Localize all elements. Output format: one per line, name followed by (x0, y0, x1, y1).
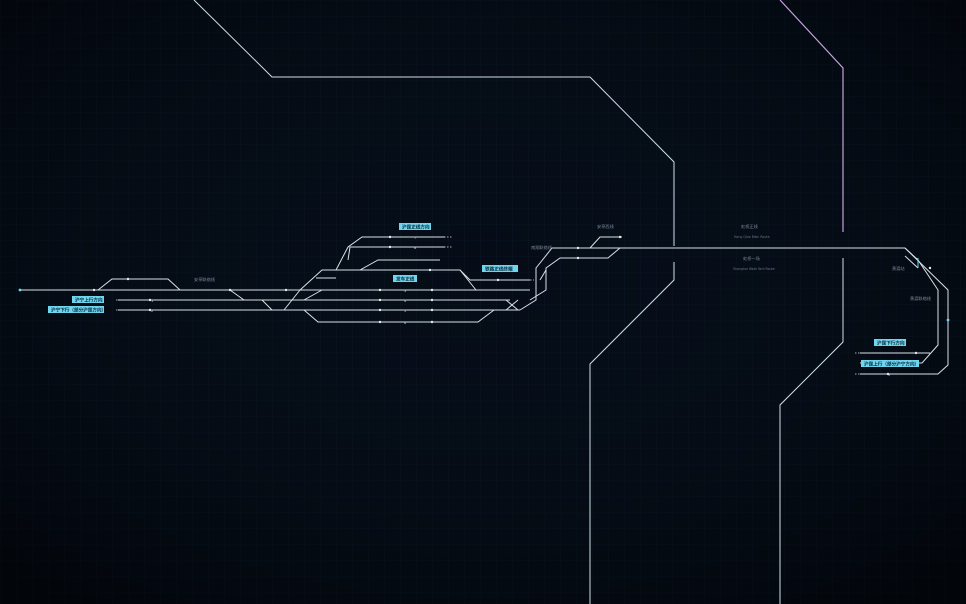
track-number: 2 (151, 309, 153, 313)
tag-middle: 发车正线 (395, 276, 415, 283)
tag-north-yard: 沪昆正线方向 (402, 224, 430, 231)
tag-upper-west: 沪宁上行方向 (75, 297, 103, 304)
yard-mid-1 (360, 269, 530, 281)
track-branch-north (589, 236, 622, 249)
crossover-1 (229, 289, 245, 301)
track-link-east (539, 269, 547, 281)
signal-8 (378, 298, 382, 302)
track-numbers: 1 2 3 4 5 6 7 8 9 (151, 236, 891, 377)
signal-24 (886, 372, 890, 376)
label-east-bottom-en: Shanghai West Yard Route (733, 267, 775, 271)
signal-7 (378, 288, 382, 292)
signal-5 (228, 288, 232, 292)
label-west-junction: 安亭联络线 (194, 276, 216, 283)
direction-tags: 沪宁上行方向 沪宁下行（部分沪昆方向） 沪昆正线方向 发车正线 铁路正线终端 沪… (48, 223, 919, 368)
tag-east-up: 沪昆下行方向 (877, 340, 905, 347)
signal-2 (126, 277, 130, 281)
track-east-main-down (529, 247, 621, 301)
label-east-bottom-cn: 虹桥一场 (743, 255, 760, 262)
signal-3 (148, 298, 152, 302)
tag-east-down: 沪昆上行（部分沪宁方向） (864, 361, 919, 368)
track-number: 8 (414, 246, 417, 250)
signal-11 (428, 268, 432, 272)
signal-west-end (18, 288, 22, 292)
boundary-east-upper (779, 0, 844, 232)
signal-21 (618, 235, 622, 239)
signal-9 (378, 308, 382, 312)
label-right-top: 黄渡站 (892, 265, 905, 272)
signal-1 (92, 288, 96, 292)
track-number: 9 (888, 373, 891, 377)
tag-bg (874, 339, 906, 346)
track-stubs (116, 236, 864, 375)
signal-25 (928, 266, 932, 270)
junction-labels: 安亭联络线 南翔联络线 安亭西线 虹桥正线 Hong Qiao Main Rou… (194, 223, 932, 302)
track-number: 5 (404, 309, 406, 313)
signal-17 (388, 245, 392, 249)
track-loop-west (97, 278, 181, 291)
signal-4 (148, 308, 152, 312)
track-number: 4 (404, 299, 407, 303)
signal-6 (284, 288, 288, 292)
region-boundaries (193, 0, 844, 604)
yard-top-b (347, 246, 445, 261)
boundary-east-lower (779, 258, 844, 604)
boundary-north (193, 0, 675, 246)
boundary-south (589, 262, 675, 604)
track-number: 1 (151, 299, 153, 303)
signal-14 (430, 308, 434, 312)
tag-bg (482, 265, 518, 272)
tag-lower-west: 沪宁下行（部分沪昆方向） (51, 307, 106, 314)
crossover-2 (261, 299, 273, 311)
track-number: 6 (404, 321, 407, 325)
yard-ladder-east (459, 269, 477, 291)
label-right-mid: 黄渡联络线 (910, 295, 932, 302)
signal-16 (388, 235, 392, 239)
tag-east-branch: 铁路正线终端 (485, 266, 513, 273)
track-network (20, 236, 949, 375)
track-east-main-down-2 (860, 247, 949, 375)
label-center-junction: 南翔联络线 (531, 244, 553, 251)
label-east-top-en: Hong Qiao Main Route (734, 235, 770, 239)
track-number: 7 (414, 236, 416, 240)
signal-13 (430, 298, 434, 302)
tag-bg (72, 296, 104, 303)
label-mid-junction: 安亭西线 (597, 223, 615, 230)
signal-10 (378, 320, 382, 324)
signal-east-end (946, 318, 950, 322)
tag-bg (393, 275, 417, 282)
tag-bg (861, 360, 919, 367)
yard-top-a (335, 236, 445, 271)
crossover-east-2 (505, 299, 519, 311)
tag-bg (48, 306, 104, 313)
crossover-3 (283, 289, 301, 311)
track-number: 3 (404, 289, 406, 293)
track-east-stub (904, 255, 919, 269)
tag-bg (399, 223, 431, 230)
signal-20 (576, 256, 580, 260)
yard-row-322 (303, 309, 495, 323)
label-east-top-cn: 虹桥正线 (741, 223, 759, 230)
signal-19 (576, 246, 580, 250)
signal-15 (430, 320, 434, 324)
yard-ladder-west (303, 289, 323, 301)
signal-18 (496, 278, 500, 282)
signal-12 (430, 288, 434, 292)
